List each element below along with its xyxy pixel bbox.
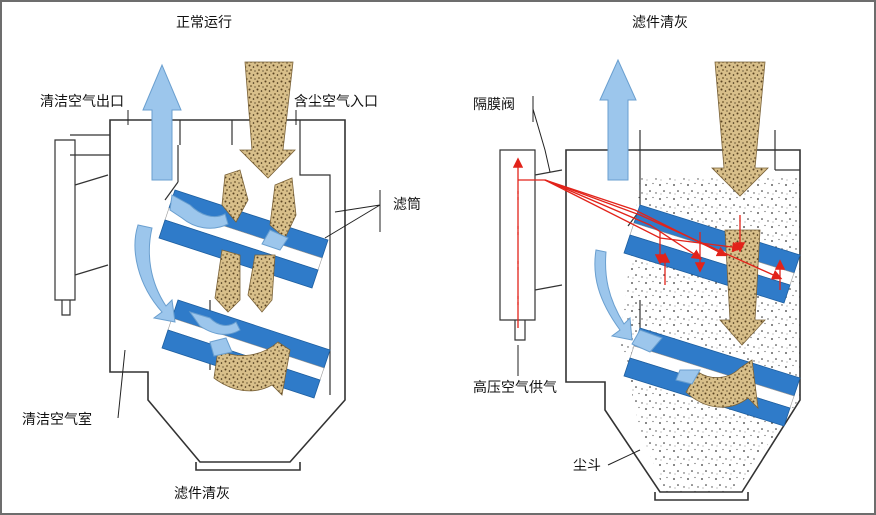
left-tube-sheet [164,145,331,395]
right-dust-swirl [685,359,759,410]
left-dusty-swirl-1 [221,169,249,223]
leader-clean-air-chamber [117,349,126,419]
left-inlet-collar [179,120,301,145]
right-pulse-jets [512,157,786,328]
left-dusty-swirl-2 [269,177,297,239]
label-clean-air-chamber: 清洁空气室 [22,411,92,428]
label-filter-cartridge: 滤筒 [393,196,421,213]
left-bottom-caption: 滤件清灰 [174,486,230,502]
right-title: 滤件清灰 [632,15,688,31]
left-hopper-base [195,462,301,471]
left-clean-flow-4 [188,311,241,335]
left-clean-flow-2 [169,194,229,229]
left-dusty-swirl-5 [213,341,291,396]
left-title: 正常运行 [176,15,232,31]
left-panel-normal-operation: 正常运行 [22,15,421,502]
label-diaphragm-valve: 隔膜阀 [473,97,515,113]
right-hopper-base [654,492,749,501]
leader-dust-hopper [607,449,641,466]
right-inlet-collar [639,130,776,178]
left-outlet-duct [70,134,110,156]
label-clean-air-outlet: 清洁空气出口 [40,94,124,110]
left-dusty-inlet-arrow [239,61,296,179]
label-dusty-air-inlet: 含尘空气入口 [294,94,378,110]
right-clean-flow-3 [675,369,701,385]
right-pulse-manifold [499,149,563,341]
left-clean-flow-5 [209,337,233,357]
leader-diaphragm-valve [532,96,551,173]
left-clean-flow-1 [134,224,176,323]
left-pulse-pipework [54,139,109,316]
right-clean-flow-1 [594,249,633,341]
left-clean-flow-3 [261,229,289,251]
right-clean-flow-2 [631,329,663,353]
right-clean-outlet-arrow [599,58,637,181]
left-dusty-swirl-4 [247,254,276,313]
left-dusty-swirl-3 [214,249,241,313]
leader-filter-cartridge [324,190,381,239]
right-dust-fall-arrow [719,229,766,346]
right-panel-cleaning: 滤件清灰 [473,15,801,501]
label-dust-hopper: 尘斗 [573,458,601,474]
label-high-pressure-air-supply: 高压空气供气 [473,379,557,396]
right-housing [565,149,801,493]
right-dusty-inlet-arrow [711,61,769,197]
left-clean-outlet-arrow [142,63,182,181]
